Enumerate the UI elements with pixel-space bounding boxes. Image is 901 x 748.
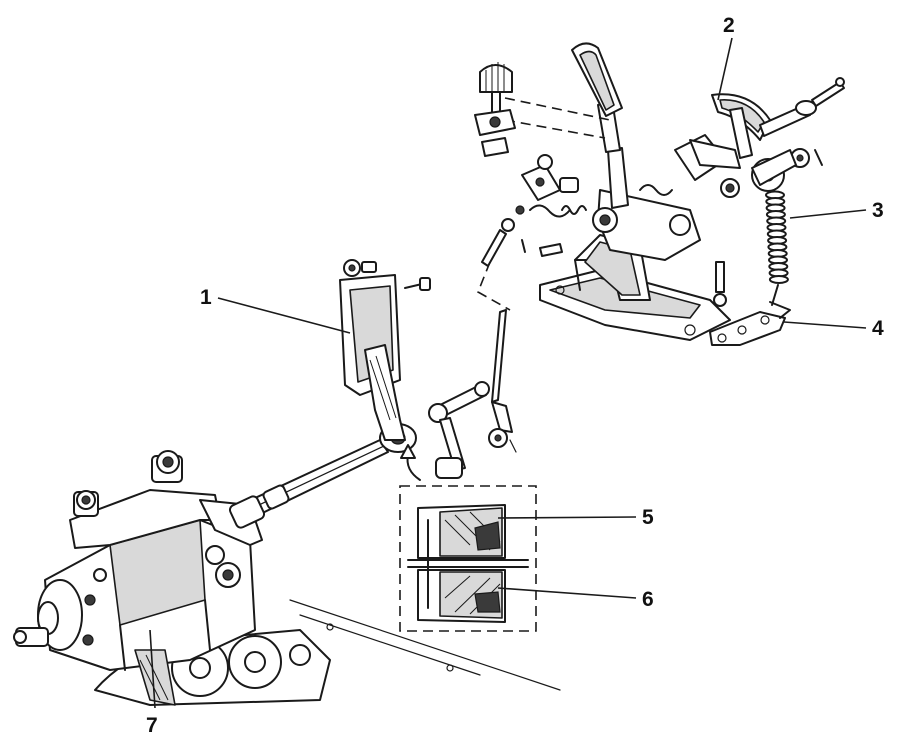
callout-labels: 1 2 3 4 5 6 7	[146, 14, 884, 737]
return-spring	[751, 148, 823, 306]
spring-anchor-bracket	[709, 301, 791, 346]
callout-3: 3	[872, 199, 884, 222]
floor-plate	[289, 599, 561, 691]
callout-5: 5	[642, 506, 654, 529]
leader-lines	[149, 37, 867, 709]
callout-2: 2	[723, 14, 735, 37]
hand-throttle-assembly	[474, 42, 741, 341]
pump-union-left	[73, 490, 99, 517]
callout-1: 1	[200, 286, 212, 309]
quadrant-lever	[711, 77, 845, 159]
dashed-connection	[476, 261, 517, 453]
callout-4: 4	[872, 317, 884, 340]
bushing-section	[407, 504, 529, 623]
callout-7: 7	[146, 714, 158, 737]
pedal-bracket	[339, 259, 431, 441]
spring-coil	[768, 275, 789, 284]
callout-6: 6	[642, 588, 654, 611]
pump-union-right	[151, 450, 183, 483]
throttle-knob	[474, 62, 516, 157]
detail-inset	[399, 485, 537, 632]
